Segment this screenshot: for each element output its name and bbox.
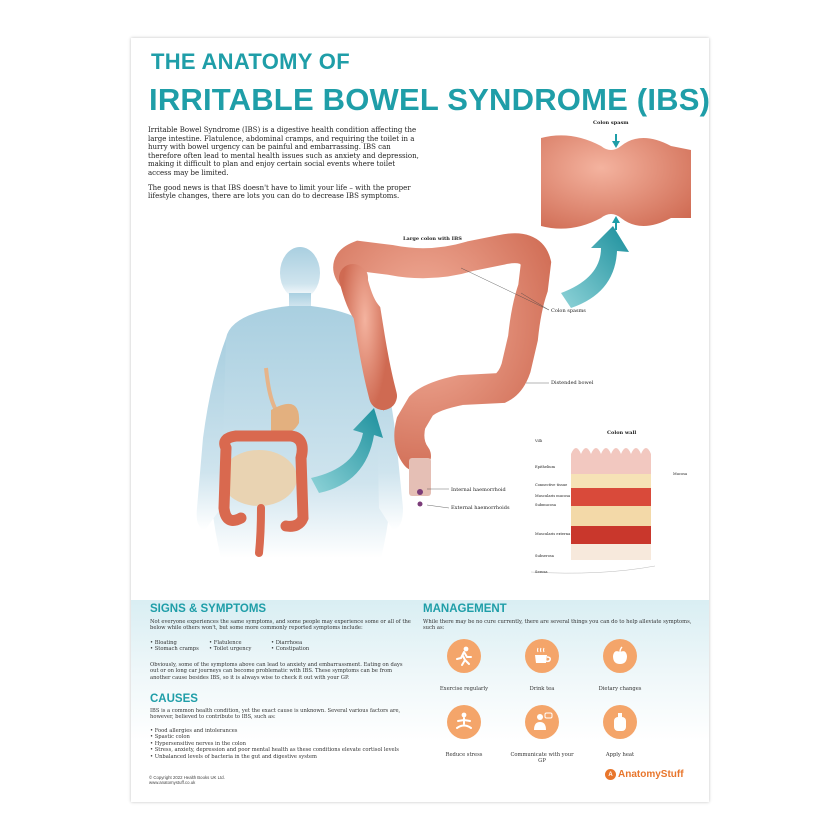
label-colon-wall: Colon wall bbox=[607, 430, 637, 436]
label-internal-haemorrhoid: Internal haemorrhoid bbox=[451, 487, 506, 493]
doctor-icon bbox=[525, 705, 559, 739]
copyright-footer: © Copyright 2022 Health Books UK Ltd. ww… bbox=[149, 775, 225, 785]
label-distended-bowel: Distended bowel bbox=[551, 380, 594, 386]
mgmt-label: Drink tea bbox=[529, 686, 555, 692]
anatomy-illustration bbox=[196, 134, 691, 574]
hot-water-bottle-icon bbox=[603, 705, 637, 739]
label-colon-spasms: Colon spasms bbox=[551, 308, 586, 314]
causes-intro: IBS is a common health condition, yet th… bbox=[150, 708, 401, 721]
causes-list: Food allergies and intolerances Spastic … bbox=[150, 728, 412, 760]
digestive-system-illustration bbox=[218, 367, 309, 557]
mgmt-label: Apply heat bbox=[605, 752, 635, 758]
symptoms-col-1: Bloating Stomach cramps bbox=[150, 640, 199, 653]
label-connective-tissue: Connective tissue bbox=[535, 483, 568, 487]
label-submucosa: Submucosa bbox=[535, 503, 556, 507]
poster: THE ANATOMY OF IRRITABLE BOWEL SYNDROME … bbox=[131, 38, 709, 802]
label-muscularis-mucosa: Muscularis mucosa bbox=[535, 494, 571, 498]
intro-paragraph-2: The good news is that IBS doesn't have t… bbox=[148, 183, 411, 201]
anatomystuff-logo: A AnatomyStuff bbox=[605, 769, 684, 780]
mgmt-label: Exercise regularly bbox=[439, 686, 489, 692]
mgmt-label: Communicate with your GP bbox=[510, 752, 574, 764]
symptom-item: Stomach cramps bbox=[150, 646, 199, 652]
tea-cup-icon bbox=[525, 639, 559, 673]
label-external-haemorrhoids: External haemorrhoids bbox=[451, 505, 510, 511]
symptoms-col-2: Flatulence Toilet urgency bbox=[209, 640, 252, 653]
large-colon-illustration bbox=[333, 233, 552, 507]
title-line-1: THE ANATOMY OF bbox=[151, 49, 350, 74]
leader-lines bbox=[426, 267, 550, 509]
symptoms-col-3: Diarrhoea Constipation bbox=[271, 640, 309, 653]
cause-item: Stress, anxiety, depression and poor men… bbox=[150, 747, 412, 753]
label-villi: Villi bbox=[535, 439, 543, 443]
bottom-info-panel bbox=[131, 600, 709, 802]
apple-icon bbox=[603, 639, 637, 673]
label-mucosa: Mucosa bbox=[673, 472, 688, 476]
cause-item: Food allergies and intolerances bbox=[150, 728, 412, 734]
copyright-text: © Copyright 2022 Health Books UK Ltd. bbox=[149, 775, 225, 780]
intro-paragraph-1: Irritable Bowel Syndrome (IBS) is a dige… bbox=[148, 126, 419, 177]
cause-item: Unbalanced levels of bacteria in the gut… bbox=[150, 754, 412, 760]
website-text: www.anatomystuff.co.uk bbox=[149, 780, 196, 786]
arrow-to-colon bbox=[311, 408, 383, 493]
symptom-item: Diarrhoea bbox=[271, 640, 309, 646]
label-subserosa: Subserosa bbox=[535, 554, 554, 558]
running-person-icon bbox=[447, 639, 481, 673]
mgmt-label: Dietary changes bbox=[598, 686, 642, 692]
signs-intro: Not everyone experiences the same sympto… bbox=[150, 619, 411, 632]
label-colon-spasm: Colon spasm bbox=[593, 120, 629, 126]
meditation-icon bbox=[447, 705, 481, 739]
signs-outro: Obviously, some of the symptoms above ca… bbox=[150, 662, 403, 681]
arrow-to-spasm bbox=[561, 226, 629, 308]
cause-item: Spastic colon bbox=[150, 734, 412, 740]
symptom-item: Bloating bbox=[150, 640, 199, 646]
cause-item: Hypersensitive nerves in the colon bbox=[150, 741, 412, 747]
label-muscularis-externa: Muscularis externa bbox=[535, 532, 571, 536]
mgmt-label: Reduce stress bbox=[445, 752, 483, 758]
management-intro: While there may be no cure currently, th… bbox=[423, 619, 692, 632]
management-heading: MANAGEMENT bbox=[423, 603, 507, 615]
logo-text: AnatomyStuff bbox=[618, 769, 684, 780]
symptom-item: Constipation bbox=[271, 646, 309, 652]
label-large-colon: Large colon with IBS bbox=[403, 236, 462, 242]
symptom-item: Flatulence bbox=[209, 640, 251, 646]
causes-heading: CAUSES bbox=[150, 693, 198, 705]
symptom-item: Toilet urgency bbox=[209, 646, 252, 652]
signs-heading: SIGNS & SYMPTOMS bbox=[150, 603, 267, 615]
title-line-2: IRRITABLE BOWEL SYNDROME (IBS) bbox=[149, 82, 709, 117]
colon-wall-illustration bbox=[530, 448, 656, 574]
label-epithelium: Epithelium bbox=[535, 465, 555, 469]
logo-icon: A bbox=[605, 769, 616, 780]
colon-spasm-illustration bbox=[541, 134, 691, 230]
intro-text: Irritable Bowel Syndrome (IBS) is a dige… bbox=[148, 126, 420, 207]
label-serosa: Serosa bbox=[535, 570, 548, 574]
